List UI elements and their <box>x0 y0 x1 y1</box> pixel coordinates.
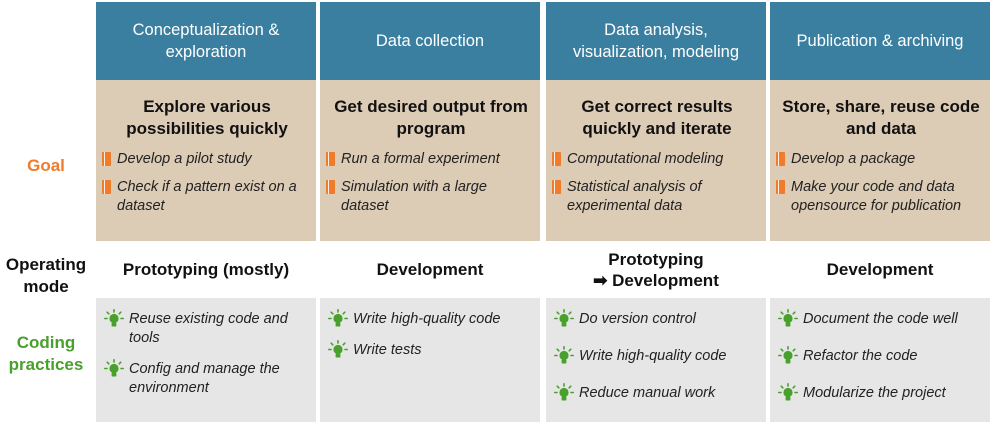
practice-item: Reuse existing code and tools <box>104 309 312 348</box>
lightbulb-icon <box>778 309 799 329</box>
lightbulb-icon <box>554 383 575 403</box>
book-icon <box>102 152 111 166</box>
book-icon <box>552 180 561 194</box>
lightbulb-icon <box>104 359 125 379</box>
practice-item: Do version control <box>554 309 762 329</box>
practice-item-text: Do version control <box>579 311 696 327</box>
practice-item-text: Reuse existing code and tools <box>129 311 288 346</box>
goal-item-text: Check if a pattern exist on a dataset <box>117 179 297 214</box>
practice-item-text: Document the code well <box>803 311 958 327</box>
operating-mode-cell: Development <box>770 241 990 298</box>
practice-item-text: Reduce manual work <box>579 385 716 401</box>
operating-mode-cell: Development <box>320 241 540 298</box>
practice-item-text: Refactor the code <box>803 348 918 364</box>
goal-item: Make your code and data opensource for p… <box>776 178 986 216</box>
practice-item-text: Config and manage the environment <box>129 361 280 396</box>
practice-item-text: Write tests <box>353 342 422 358</box>
goal-item: Simulation with a large dataset <box>326 178 536 216</box>
goal-item: Computational modeling <box>552 150 762 169</box>
operating-mode-cell: Prototyping ➡ Development <box>546 241 766 298</box>
stage-header: Data collection <box>320 2 540 80</box>
practice-item-text: Write high-quality code <box>579 348 727 364</box>
goal-item-text: Make your code and data opensource for p… <box>791 179 962 214</box>
lightbulb-icon <box>328 309 349 329</box>
goal-item: Develop a package <box>776 150 986 169</box>
practice-item: Refactor the code <box>778 346 986 366</box>
stage-header: Publication & archiving <box>770 2 990 80</box>
lightbulb-icon <box>778 383 799 403</box>
goal-item-text: Develop a pilot study <box>117 151 252 167</box>
practice-item: Config and manage the environment <box>104 359 312 398</box>
stage-header: Data analysis, visualization, modeling <box>546 2 766 80</box>
book-icon <box>776 180 785 194</box>
goal-item-text: Simulation with a large dataset <box>341 179 487 214</box>
goal-item-text: Develop a package <box>791 151 916 167</box>
practice-item: Write high-quality code <box>554 346 762 366</box>
book-icon <box>326 180 335 194</box>
book-icon <box>776 152 785 166</box>
book-icon <box>326 152 335 166</box>
goal-item-text: Run a formal experiment <box>341 151 500 167</box>
practice-item: Reduce manual work <box>554 383 762 403</box>
book-icon <box>552 152 561 166</box>
practice-item-text: Write high-quality code <box>353 311 501 327</box>
lightbulb-icon <box>554 309 575 329</box>
goal-title: Explore various possibilities quickly <box>126 97 288 138</box>
lightbulb-icon <box>104 309 125 329</box>
lightbulb-icon <box>554 346 575 366</box>
row-label-operating-mode: Operating mode <box>5 255 87 296</box>
goal-item-text: Computational modeling <box>567 151 724 167</box>
goal-item-text: Statistical analysis of experimental dat… <box>567 179 702 214</box>
lightbulb-icon <box>778 346 799 366</box>
practice-item: Write tests <box>328 340 536 360</box>
goal-title: Store, share, reuse code and data <box>782 97 980 138</box>
row-label-coding-practices: Coding practices <box>8 333 84 374</box>
practice-item: Modularize the project <box>778 383 986 403</box>
goal-item: Statistical analysis of experimental dat… <box>552 178 762 216</box>
practice-item: Write high-quality code <box>328 309 536 329</box>
practice-item-text: Modularize the project <box>803 385 946 401</box>
stage-header: Conceptualization & exploration <box>96 2 316 80</box>
operating-mode-cell: Prototyping (mostly) <box>96 241 316 298</box>
goal-item: Check if a pattern exist on a dataset <box>102 178 312 216</box>
goal-title: Get desired output from program <box>334 97 528 138</box>
row-label-goal: Goal <box>27 156 65 175</box>
practice-item: Document the code well <box>778 309 986 329</box>
goal-item: Develop a pilot study <box>102 150 312 169</box>
book-icon <box>102 180 111 194</box>
goal-title: Get correct results quickly and iterate <box>581 97 733 138</box>
lightbulb-icon <box>328 340 349 360</box>
goal-item: Run a formal experiment <box>326 150 536 169</box>
